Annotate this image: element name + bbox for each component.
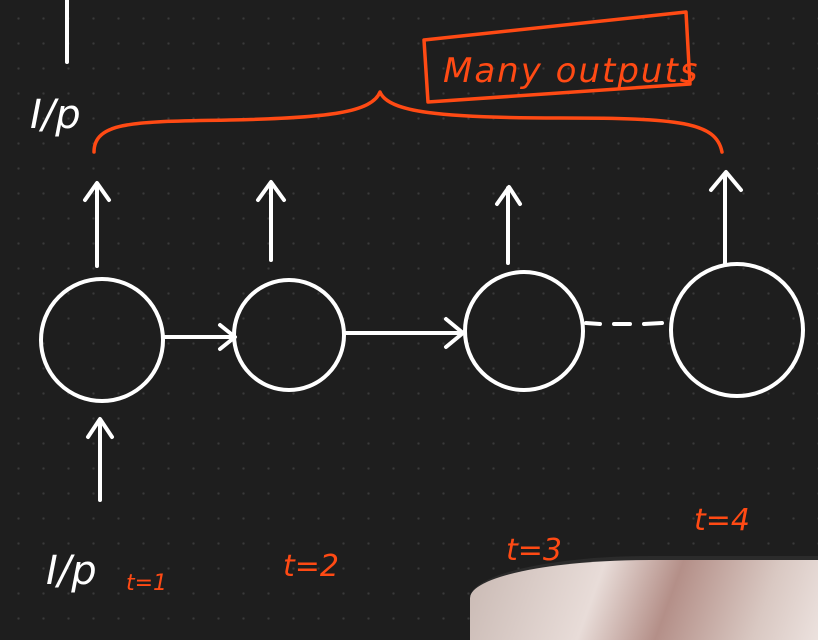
time-step-2: t=2 bbox=[283, 549, 339, 584]
outputs-brace bbox=[92, 90, 724, 154]
rnn-node-2 bbox=[232, 278, 346, 392]
output-arrow-1 bbox=[83, 181, 111, 268]
diagram-canvas: I/p Many outputs I/p t=1 t= bbox=[30, 0, 805, 594]
hidden-arrow-2-3 bbox=[344, 317, 465, 349]
time-step-1: t=1 bbox=[126, 571, 167, 594]
output-arrow-3 bbox=[495, 185, 522, 265]
output-label-top: I/p bbox=[30, 92, 81, 138]
rnn-node-3 bbox=[463, 270, 585, 392]
title-text: Many outputs bbox=[443, 51, 700, 91]
output-arrow-4 bbox=[709, 170, 743, 266]
output-arrow-2 bbox=[256, 180, 286, 262]
title-box bbox=[422, 10, 692, 104]
time-step-4: t=4 bbox=[694, 503, 750, 538]
webcam-overlay bbox=[470, 556, 818, 640]
input-arrow bbox=[86, 417, 114, 502]
rnn-node-4 bbox=[669, 262, 805, 398]
input-label-bottom: I/p bbox=[46, 548, 97, 594]
hidden-arrow-1-2 bbox=[162, 323, 237, 351]
rnn-node-1 bbox=[39, 277, 165, 403]
continuation-dashes bbox=[584, 321, 664, 326]
